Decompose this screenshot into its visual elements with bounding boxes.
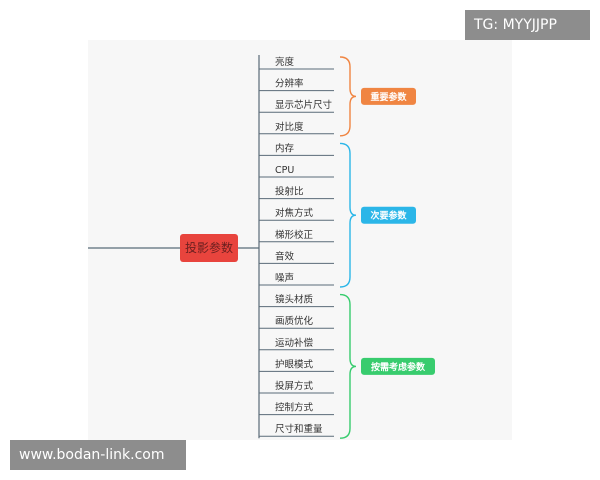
leaf-label: 对比度 [275, 121, 304, 133]
category-node-label: 按需考虑参数 [371, 361, 426, 373]
watermark-top-right: TG: MYYJJPP [465, 10, 590, 40]
category-brace [339, 142, 357, 288]
category-node-label: 重要参数 [370, 91, 407, 103]
leaf-label: 显示芯片尺寸 [275, 99, 333, 111]
category-brace [339, 56, 357, 137]
category-node [361, 357, 435, 375]
leaf-label: 镜头材质 [275, 294, 314, 306]
leaf-label: 控制方式 [275, 402, 314, 414]
leaf-label: 护眼模式 [275, 358, 314, 370]
category-brace [339, 293, 357, 439]
category-node [361, 206, 416, 224]
category-node [361, 87, 416, 105]
category-node-label: 次要参数 [370, 210, 407, 222]
mind-map-canvas: 投影参数 亮度分辨率显示芯片尺寸对比度 重要参数内存 CPU 投射比对焦方式梯形校正音效… [88, 40, 512, 440]
leaf-label: 分辨率 [275, 78, 304, 90]
leaf-label: 投屏方式 [275, 380, 314, 392]
leaf-label: 对焦方式 [275, 207, 314, 219]
leaf-label: 音效 [275, 250, 295, 262]
leaf-label: 噪声 [275, 272, 294, 284]
leaf-label: 亮度 [275, 56, 295, 68]
watermark-bottom-left: www.bodan-link.com [10, 440, 186, 470]
leaf-label: 运动补偿 [275, 337, 314, 349]
leaf-label: CPU [275, 165, 294, 176]
leaf-label: 画质优化 [275, 315, 314, 327]
leaf-label: 尺寸和重量 [275, 423, 323, 435]
root-node-label: 投影参数 [185, 240, 233, 255]
leaf-label: 投射比 [275, 186, 304, 198]
leaf-label: 梯形校正 [275, 229, 314, 241]
root-node [180, 234, 238, 262]
leaf-label: 内存 [275, 142, 295, 154]
